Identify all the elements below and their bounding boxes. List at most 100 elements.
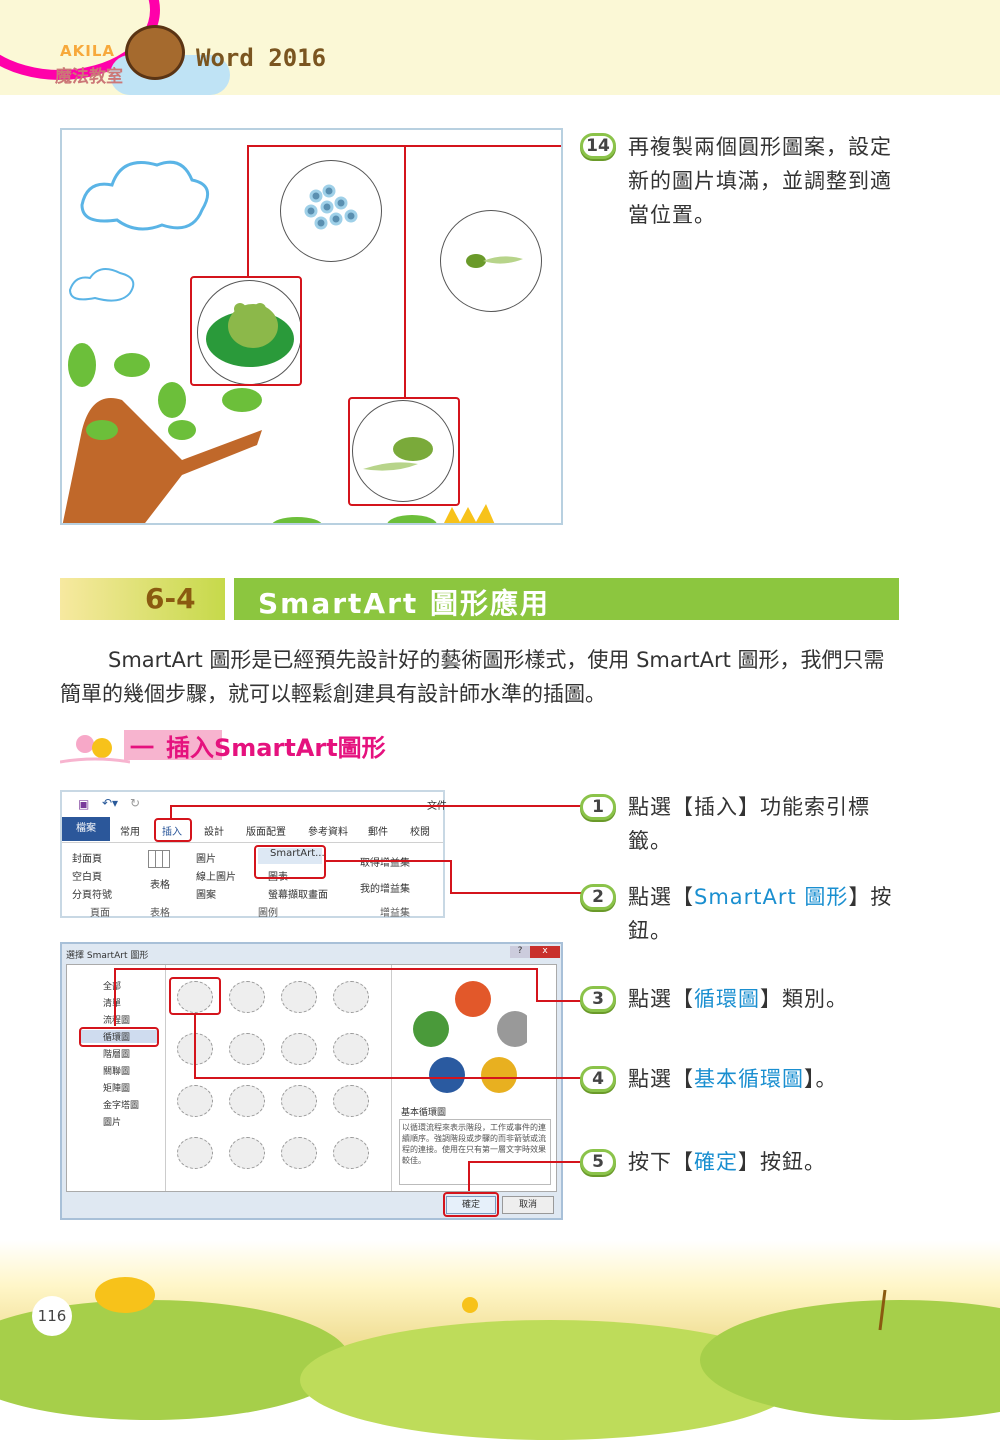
step-text: 點選【插入】功能索引標籤。: [628, 790, 908, 858]
category-item[interactable]: 關聯圖: [103, 1067, 131, 1077]
cancel-button[interactable]: 取消: [502, 1196, 554, 1214]
layout-thumbnail[interactable]: [229, 1033, 265, 1065]
layout-thumbnail[interactable]: [281, 1085, 317, 1117]
screenshot-button[interactable]: 螢幕擷取畫面: [268, 890, 328, 901]
addins-group-label: 增益集: [380, 908, 410, 919]
layout-thumbnail[interactable]: [229, 1085, 265, 1117]
step-hl: 基本循環圖: [694, 1067, 804, 1091]
smartart-button[interactable]: SmartArt...: [258, 848, 325, 864]
butterfly-icon: [60, 735, 130, 764]
pictures-button[interactable]: 圖片: [196, 854, 216, 865]
step-pre: 點選【: [628, 1067, 694, 1091]
highlight-ok: [443, 1192, 499, 1217]
tab-file[interactable]: 檔案: [62, 817, 110, 841]
table-icon: [148, 850, 170, 868]
tadpole-circle: [440, 210, 542, 312]
page-number: 116: [32, 1296, 72, 1336]
page-header: AKILA 魔法教室 Word 2016: [0, 0, 1000, 95]
layout-thumbnail[interactable]: [177, 1085, 213, 1117]
layout-thumbnail[interactable]: [177, 1137, 213, 1169]
illustrations-group-label: 圖例: [258, 908, 278, 919]
tab-insert[interactable]: 插入: [162, 827, 182, 838]
step-badge: 3: [580, 986, 616, 1012]
save-icon[interactable]: ▣: [78, 797, 90, 811]
undo-icon[interactable]: ↶▾: [102, 796, 119, 810]
online-pictures-button[interactable]: 線上圖片: [196, 872, 236, 883]
layout-thumbnail[interactable]: [229, 981, 265, 1013]
layout-thumbnail[interactable]: [333, 981, 369, 1013]
layout-thumbnail[interactable]: [229, 1137, 265, 1169]
layout-thumbnail[interactable]: [333, 1085, 369, 1117]
monkey-mascot-logo: [125, 25, 185, 80]
tab-review[interactable]: 校閱: [410, 827, 430, 838]
highlight-smartart: [254, 845, 326, 879]
step-post: 】按鈕。: [738, 1150, 826, 1174]
highlight-insert-tab: [154, 818, 192, 842]
get-addins-button[interactable]: 取得增益集: [360, 858, 410, 869]
layout-thumbnail[interactable]: [177, 981, 213, 1013]
step-pre: 點選【: [628, 987, 694, 1011]
dialog-title: 選擇 SmartArt 圖形: [66, 951, 149, 961]
pages-group-label: 頁面: [90, 908, 110, 919]
page-break-button[interactable]: 分頁符號: [72, 890, 112, 901]
shapes-button[interactable]: 圖案: [196, 890, 216, 901]
layout-thumbnail[interactable]: [333, 1033, 369, 1065]
product-title: Word 2016: [196, 44, 327, 72]
step-badge-14: 14: [580, 133, 616, 159]
step-badge: 2: [580, 884, 616, 910]
brand-en: AKILA: [60, 42, 115, 60]
category-item[interactable]: 循環圖: [81, 1030, 157, 1043]
layout-thumbnail[interactable]: [281, 981, 317, 1013]
category-item[interactable]: 階層圖: [103, 1050, 131, 1060]
layout-thumbnail[interactable]: [281, 1137, 317, 1169]
highlight-basic-cycle: [169, 977, 221, 1015]
section-title: SmartArt 圖形應用: [258, 587, 551, 620]
layout-thumbnail[interactable]: [281, 1033, 317, 1065]
category-item[interactable]: 全部: [103, 982, 122, 992]
category-item[interactable]: 流程圖: [103, 1016, 131, 1026]
word-ribbon-screenshot: ▣ ↶▾ ↻ 文件 檔案 常用 插入 設計 版面配置 參考資料 郵件 校閱 封面…: [60, 790, 447, 919]
step-text: 點選【SmartArt 圖形】按鈕。: [628, 880, 908, 948]
tab-mailings[interactable]: 郵件: [368, 827, 388, 838]
step-badge: 1: [580, 794, 616, 820]
step-badge: 4: [580, 1066, 616, 1092]
category-item[interactable]: 金字塔圖: [103, 1101, 140, 1111]
froglet-circle: [352, 400, 454, 502]
ok-button[interactable]: 確定: [446, 1196, 496, 1214]
blank-page-button[interactable]: 空白頁: [72, 872, 102, 883]
category-item[interactable]: 矩陣圖: [103, 1084, 131, 1094]
highlight-cycle-category: [79, 1027, 159, 1047]
table-group-label: 表格: [150, 908, 170, 919]
step-post: 】。: [804, 1067, 838, 1091]
tab-design[interactable]: 設計: [204, 827, 224, 838]
frog-circle: [197, 280, 302, 385]
category-item[interactable]: 清單: [103, 999, 122, 1009]
intro-paragraph: SmartArt 圖形是已經預先設計好的藝術圖形樣式，使用 SmartArt 圖…: [60, 648, 885, 706]
help-button[interactable]: ?: [510, 946, 530, 958]
step-text: 按下【確定】按鈕。: [628, 1145, 908, 1179]
brand-zh: 魔法教室: [55, 67, 123, 87]
step-post: 】按鈕。: [628, 885, 893, 943]
step-pre: 點選【插入】功能索引標籤。: [628, 795, 870, 853]
step-hl: 確定: [694, 1150, 738, 1174]
step-hl: SmartArt 圖形: [694, 885, 849, 909]
table-button[interactable]: 表格: [150, 880, 170, 891]
tab-home[interactable]: 常用: [120, 827, 140, 838]
step-pre: 點選【: [628, 885, 694, 909]
my-addins-button[interactable]: 我的增益集: [360, 884, 410, 895]
tab-references[interactable]: 參考資料: [308, 827, 348, 838]
section-title-banner: SmartArt 圖形應用: [234, 578, 899, 620]
smartart-dialog: 選擇 SmartArt 圖形 ? x 全部清單流程圖循環圖階層圖關聯圖矩陣圖金字…: [60, 942, 563, 1220]
frog-lifecycle-figure: [60, 128, 563, 525]
step-text: 點選【基本循環圖】。: [628, 1062, 908, 1096]
cover-page-button[interactable]: 封面頁: [72, 854, 102, 865]
layout-thumbnail[interactable]: [333, 1137, 369, 1169]
redo-icon[interactable]: ↻: [130, 796, 141, 810]
tab-layout[interactable]: 版面配置: [246, 827, 286, 838]
category-item[interactable]: 圖片: [103, 1118, 122, 1128]
step-14-text: 再複製兩個圓形圖案，設定新的圖片填滿，並調整到適當位置。: [628, 135, 892, 227]
close-button[interactable]: x: [530, 946, 560, 958]
subheading-title: 插入SmartArt圖形: [166, 734, 386, 762]
preview-title: 基本循環圖: [401, 1108, 447, 1118]
cloud-and-tree-illustration: [62, 160, 495, 523]
